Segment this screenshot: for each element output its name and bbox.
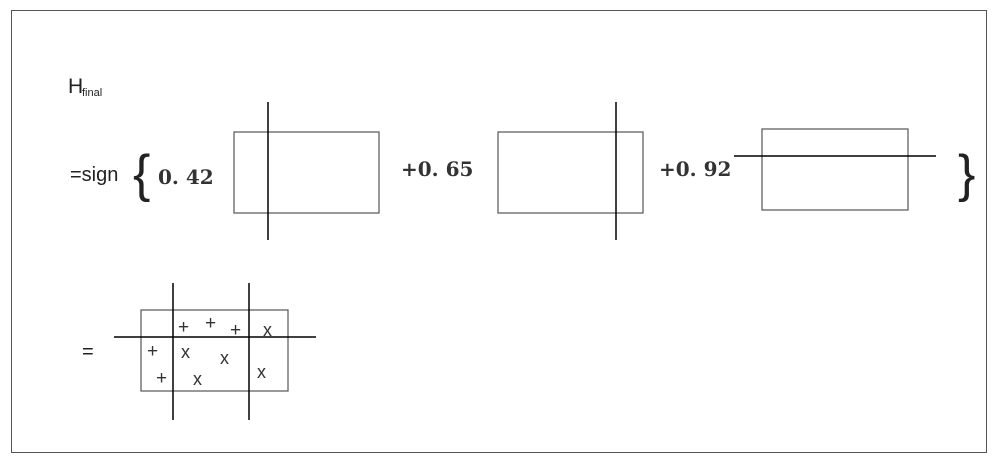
cross-mark: x — [263, 320, 272, 340]
sign-function-label: =sign — [70, 164, 118, 186]
coefficient-term-3: +0. 92 — [659, 157, 731, 181]
weak-classifier-box-2 — [497, 131, 644, 214]
cross-mark: x — [193, 369, 202, 389]
combined-classifier-box — [140, 309, 289, 392]
weak-classifier-box-3 — [761, 128, 909, 211]
left-brace: { — [133, 145, 150, 203]
plus-mark: + — [230, 320, 241, 341]
cross-mark: x — [257, 362, 266, 382]
coefficient-term-1: 0. 42 — [158, 165, 214, 189]
h-final-base: H — [68, 75, 83, 98]
cross-mark: x — [220, 348, 229, 368]
right-brace: } — [958, 145, 975, 203]
plus-mark: + — [147, 341, 158, 362]
result-equals-sign: = — [82, 341, 94, 363]
cross-mark: x — [181, 342, 190, 362]
weak-classifier-box-1 — [233, 131, 380, 214]
h-final-subscript: final — [82, 87, 102, 99]
plus-mark: + — [156, 368, 167, 389]
coefficient-term-2: +0. 65 — [401, 157, 473, 181]
plus-mark: + — [205, 313, 216, 334]
plus-mark: + — [178, 317, 189, 338]
